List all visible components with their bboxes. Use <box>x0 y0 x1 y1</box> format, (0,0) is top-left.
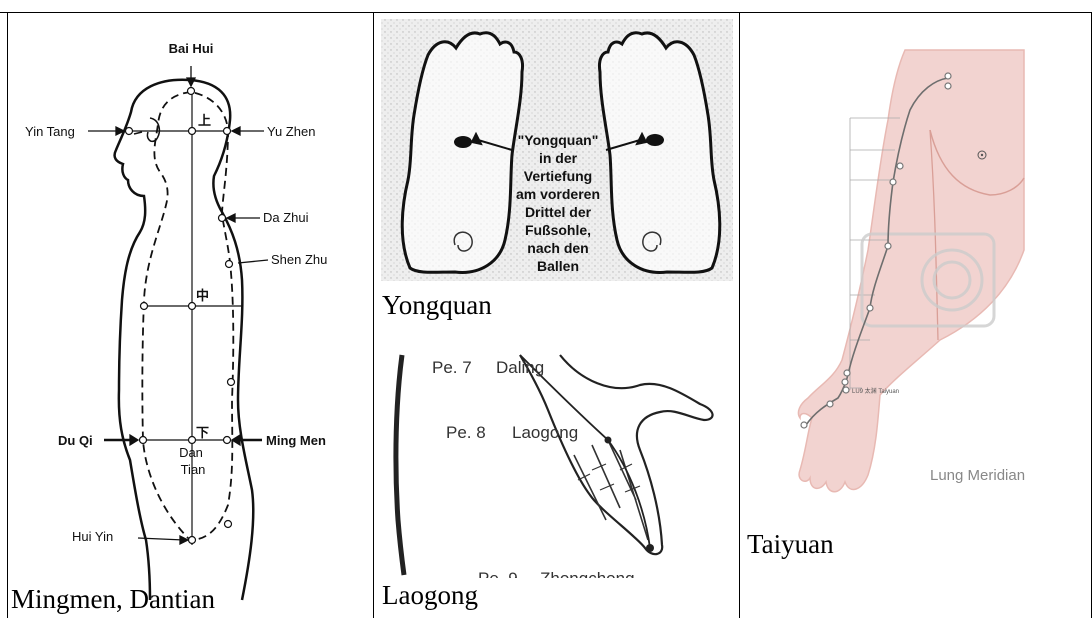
label-zhongchong: Zhongchong <box>540 569 635 578</box>
point-bai-hui <box>188 88 195 95</box>
label-pe8: Pe. 8 <box>446 423 486 442</box>
cell-mingmen: Bai Hui Yin Tang Yu Zhen Da Zhui Shen Zh… <box>8 13 373 618</box>
feet-soles-image: "Yongquan" in der Vertiefung am vorderen… <box>374 13 739 293</box>
point-dan-tian <box>189 437 196 444</box>
label-daling: Daling <box>496 358 544 377</box>
svg-text:Fußsohle,: Fußsohle, <box>525 222 591 238</box>
label-pe9: Pe. 9 <box>478 569 518 578</box>
point-yu-zhen <box>224 128 231 135</box>
cell-laogong: Pe. 7 Daling Pe. 8 Laogong Pe. 9 Zhongch… <box>374 338 739 618</box>
point-du-qi <box>140 437 147 444</box>
point-upper-center <box>189 128 196 135</box>
point-shen-zhu <box>226 261 233 268</box>
label-shang: 上 <box>198 113 211 128</box>
body-meridian-diagram: Bai Hui Yin Tang Yu Zhen Da Zhui Shen Zh… <box>8 13 373 618</box>
label-lung-meridian: Lung Meridian <box>930 467 1025 484</box>
svg-text:Drittel der: Drittel der <box>525 204 592 220</box>
caption-yongquan: Yongquan <box>382 290 492 321</box>
right-foot-yongquan-point <box>646 134 664 146</box>
label-dan: Dan <box>179 445 203 460</box>
caption-mingmen: Mingmen, Dantian <box>11 584 215 615</box>
label-ming-men: Ming Men <box>266 433 326 448</box>
label-xia: 下 <box>196 425 209 440</box>
svg-text:Vertiefung: Vertiefung <box>524 168 592 184</box>
point-ming-men <box>224 437 231 444</box>
point-middle-left <box>141 303 148 310</box>
label-shen-zhu: Shen Zhu <box>271 252 327 267</box>
caption-laogong: Laogong <box>382 580 484 611</box>
point-lower-back <box>228 379 235 386</box>
svg-text:Ballen: Ballen <box>537 258 579 274</box>
eye-detail <box>134 132 142 134</box>
svg-text:nach den: nach den <box>527 240 588 256</box>
label-laogong: Laogong <box>512 423 578 442</box>
caption-taiyuan: Taiyuan <box>747 529 834 560</box>
point-zhongchong <box>646 544 654 552</box>
label-du-qi: Du Qi <box>58 433 93 448</box>
svg-text:"Yongquan": "Yongquan" <box>518 132 599 148</box>
svg-text:in der: in der <box>539 150 578 166</box>
finger-lines <box>574 440 648 540</box>
label-bai-hui: Bai Hui <box>169 41 214 56</box>
arm-skin <box>798 50 1024 492</box>
point-da-zhui <box>219 215 226 222</box>
label-yu-zhen: Yu Zhen <box>267 124 315 139</box>
cell-yongquan: "Yongquan" in der Vertiefung am vorderen… <box>374 13 739 338</box>
arm-lung-meridian-diagram: LU9 太渊 Taiyuan Lung Meridian <box>740 13 1091 513</box>
point-lower-right <box>225 521 232 528</box>
label-hui-yin: Hui Yin <box>72 529 113 544</box>
label-taiyuan-point: LU9 太渊 Taiyuan <box>852 387 899 395</box>
point-middle-center <box>189 303 196 310</box>
hand-diagram: Pe. 7 Daling Pe. 8 Laogong Pe. 9 Zhongch… <box>374 338 739 578</box>
point-yin-tang <box>126 128 133 135</box>
label-zhong: 中 <box>196 288 209 303</box>
left-foot-yongquan-point <box>454 136 472 148</box>
pericardium-meridian <box>520 355 650 548</box>
label-da-zhui: Da Zhui <box>263 210 309 225</box>
label-pe7: Pe. 7 <box>432 358 472 377</box>
arm-edge-curve <box>396 355 404 575</box>
svg-text:am vorderen: am vorderen <box>516 186 600 202</box>
cell-taiyuan: LU9 太渊 Taiyuan Lung Meridian Taiyuan <box>740 13 1091 618</box>
point-hui-yin <box>189 537 196 544</box>
label-tian: Tian <box>181 462 206 477</box>
point-laogong <box>605 437 612 444</box>
label-yin-tang: Yin Tang <box>25 124 75 139</box>
